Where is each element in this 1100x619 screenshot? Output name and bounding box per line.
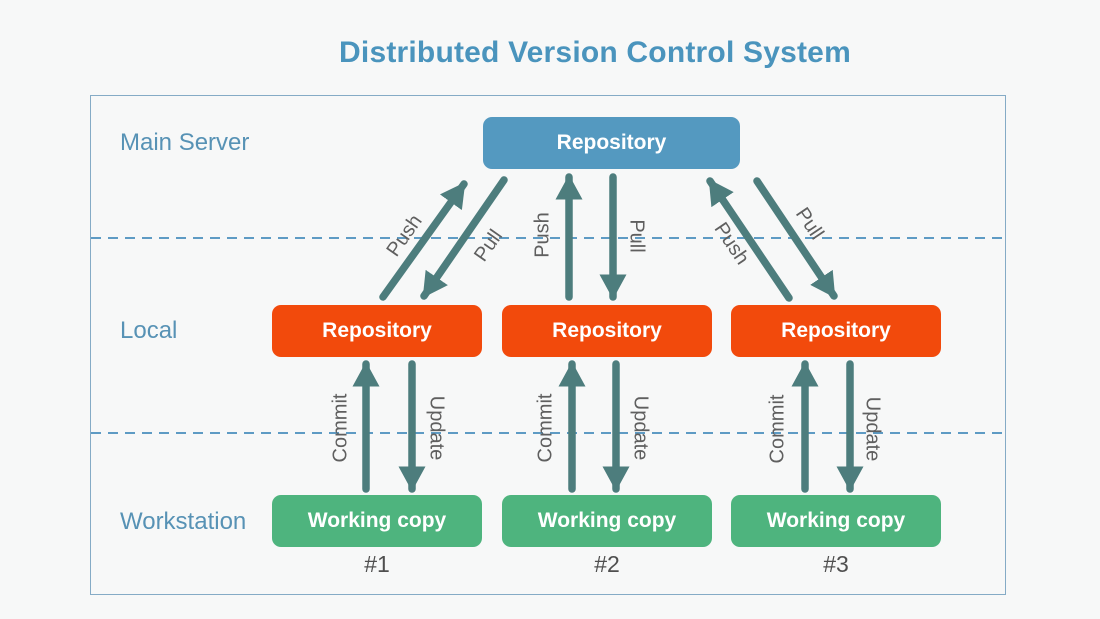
update-label-1: Update: [425, 395, 448, 461]
pull-label-2: Pull: [625, 219, 648, 253]
diagram-panel: [90, 95, 1006, 595]
local-repository-box-3: Repository: [731, 305, 941, 357]
row-label-local: Local: [120, 317, 178, 344]
local-repository-box-2: Repository: [502, 305, 712, 357]
row-label-main-server: Main Server: [120, 129, 250, 156]
local-repository-box-1: Repository: [272, 305, 482, 357]
page-title: Distributed Version Control System: [339, 36, 851, 69]
update-label-3: Update: [861, 396, 884, 462]
workstation-number-2: #2: [594, 551, 620, 577]
working-copy-box-3: Working copy: [731, 495, 941, 547]
server-repository-box: Repository: [483, 117, 740, 169]
working-copy-box-1: Working copy: [272, 495, 482, 547]
commit-label-3: Commit: [766, 394, 789, 464]
commit-label-2: Commit: [534, 393, 557, 463]
workstation-number-1: #1: [364, 551, 390, 577]
update-label-2: Update: [629, 395, 652, 461]
push-label-2: Push: [531, 212, 554, 258]
commit-label-1: Commit: [329, 393, 352, 463]
working-copy-box-2: Working copy: [502, 495, 712, 547]
workstation-number-3: #3: [823, 551, 849, 577]
row-label-workstation: Workstation: [120, 508, 247, 535]
